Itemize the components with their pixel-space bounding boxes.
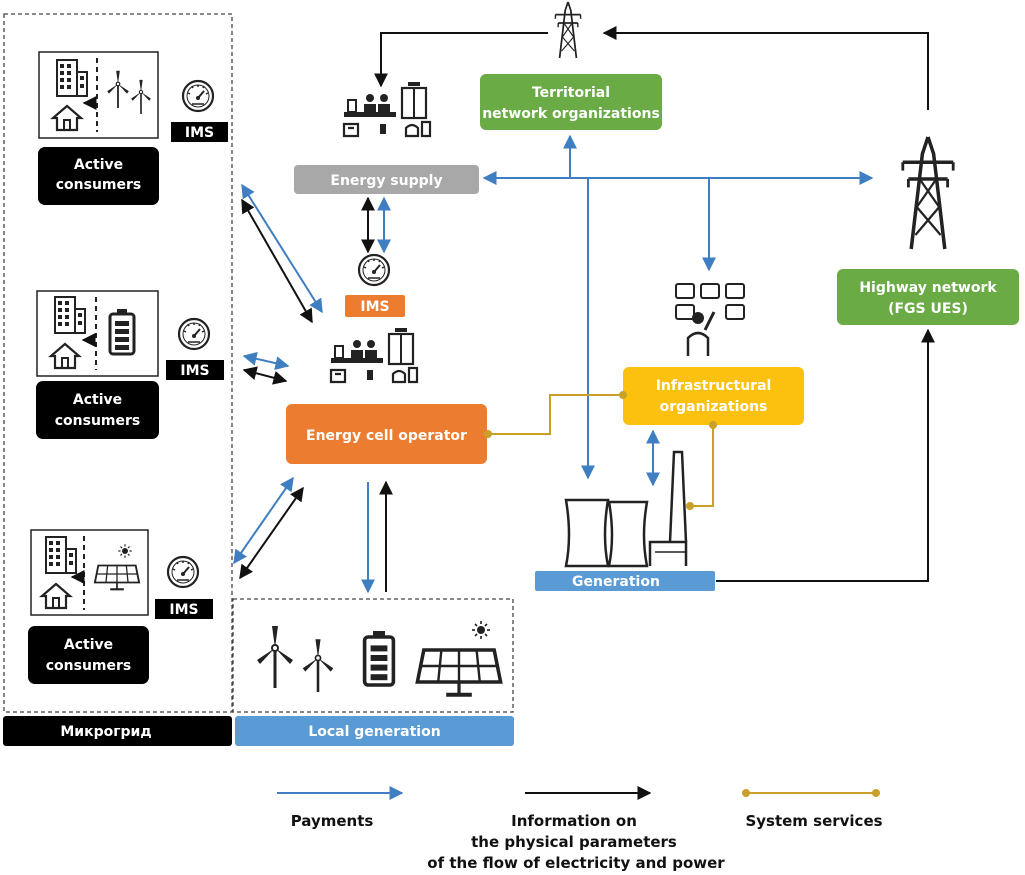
- legend: Payments Information on the physical par…: [277, 786, 883, 872]
- active-consumers-box: [38, 147, 159, 205]
- system-services-line: [484, 391, 627, 438]
- power-plant-icon: [564, 450, 688, 568]
- ims-badge: [155, 599, 213, 619]
- ims-orange-badge: [345, 295, 405, 317]
- operator-office-icon: [329, 326, 419, 384]
- info-arrow: [241, 198, 313, 324]
- small-pylon-icon: [554, 1, 582, 59]
- energy-supply-office-icon: [342, 80, 432, 138]
- highway-line1: Highway network: [859, 280, 997, 296]
- info-arrow: [239, 486, 304, 580]
- infrastructural-line2: organizations: [660, 399, 768, 415]
- territorial-line1: Territorial: [532, 85, 610, 101]
- infrastructural-line1: Infrastructural: [656, 378, 772, 394]
- microgrid-label: Микрогрид: [60, 724, 151, 740]
- ims-badge: [166, 360, 224, 380]
- active-consumers-line1: Active: [64, 637, 113, 653]
- info-arrow: [242, 366, 288, 385]
- active-consumers-box: [36, 381, 159, 439]
- battery-icon: [362, 629, 396, 687]
- legend-system-services-label: System services: [745, 812, 882, 830]
- microgrid-boundary: [3, 13, 233, 713]
- gauge-icon: [181, 79, 215, 113]
- ims-label: IMS: [185, 125, 214, 141]
- payment-arrow: [241, 183, 323, 314]
- payment-arrow: [242, 351, 290, 371]
- info-arrow: [374, 32, 548, 88]
- gauge-icon: [166, 555, 200, 589]
- microgrid-label-box: [3, 716, 232, 746]
- active-consumers-line2: consumers: [55, 413, 141, 429]
- ims-label: IMS: [180, 363, 209, 379]
- active-consumers-line1: Active: [73, 392, 122, 408]
- ims-label: IMS: [169, 602, 198, 618]
- sun-icon: [471, 620, 491, 640]
- control-panel-icon: [675, 283, 745, 356]
- active-consumers-line2: consumers: [46, 658, 132, 674]
- info-arrow: [602, 26, 929, 110]
- local-generation-label: Local generation: [308, 724, 440, 740]
- active-consumers-line2: consumers: [56, 177, 142, 193]
- generation-box: [535, 571, 715, 591]
- ims-orange-label: IMS: [360, 299, 389, 315]
- highway-pylon-icon: [901, 135, 955, 251]
- energy-cell-operator-label: Energy cell operator: [306, 428, 467, 444]
- active-consumers-line1: Active: [74, 157, 123, 173]
- local-generation-box: [235, 716, 514, 746]
- energy-cell-operator-box: [286, 404, 487, 464]
- consumer-3: IMS Active consumers: [28, 529, 213, 684]
- wind-turbines-icon: [255, 624, 335, 694]
- system-services-line: [686, 421, 717, 510]
- legend-information-line1: Information on: [511, 812, 637, 830]
- consumer-1: IMS Active consumers: [38, 51, 228, 205]
- active-consumers-box: [28, 626, 149, 684]
- local-generation-boundary: [232, 598, 514, 713]
- payment-arrow: [233, 476, 294, 565]
- legend-information-line3: of the flow of electricity and power: [427, 854, 725, 872]
- gauge-icon: [357, 253, 391, 287]
- ims-badge: [171, 122, 228, 142]
- energy-supply-box: [294, 165, 479, 194]
- territorial-box: [480, 74, 662, 130]
- energy-supply-label: Energy supply: [330, 173, 442, 189]
- infrastructural-box: [623, 367, 804, 425]
- highway-network-box: [837, 269, 1019, 325]
- solar-panel-icon: [417, 650, 500, 695]
- consumer-2: IMS Active consumers: [36, 290, 224, 439]
- legend-payments-label: Payments: [291, 812, 374, 830]
- territorial-line2: network organizations: [482, 106, 660, 122]
- info-arrow: [716, 328, 935, 582]
- gauge-icon: [177, 317, 211, 351]
- highway-line2: (FGS UES): [888, 301, 968, 317]
- legend-information-line2: the physical parameters: [471, 833, 677, 851]
- generation-label: Generation: [572, 574, 660, 590]
